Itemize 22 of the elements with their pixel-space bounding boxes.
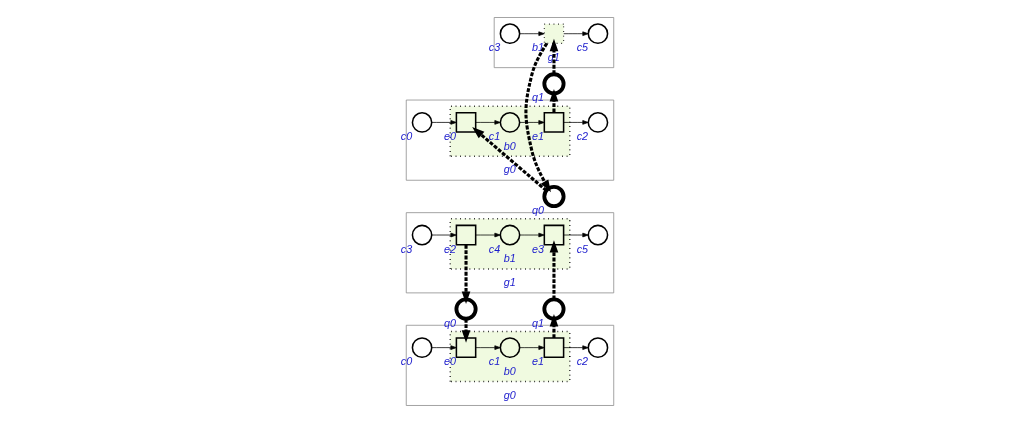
node-label: q1 [531, 91, 544, 104]
node-label: c0 [400, 355, 413, 368]
node-label: q1 [531, 316, 544, 329]
node-label: c1 [488, 355, 501, 368]
node-label: c5 [576, 41, 589, 54]
node-label: e1 [531, 129, 544, 142]
node-label: c3 [488, 41, 501, 54]
node-label: q0 [531, 203, 544, 216]
node-label: e0 [444, 355, 457, 368]
node-label: e0 [444, 129, 457, 142]
node-label: c3 [400, 242, 413, 255]
node-label: e3 [531, 242, 544, 255]
node-label: c4 [488, 242, 501, 255]
node-label: e1 [531, 355, 544, 368]
node-label: e2 [444, 242, 457, 255]
node-label: c2 [576, 129, 589, 142]
node-label: b1 [531, 41, 544, 54]
node-label: c1 [488, 129, 501, 142]
node-label: c0 [400, 129, 413, 142]
node-label: c5 [576, 242, 589, 255]
node-label: c2 [576, 355, 589, 368]
node-label: q0 [444, 316, 457, 329]
